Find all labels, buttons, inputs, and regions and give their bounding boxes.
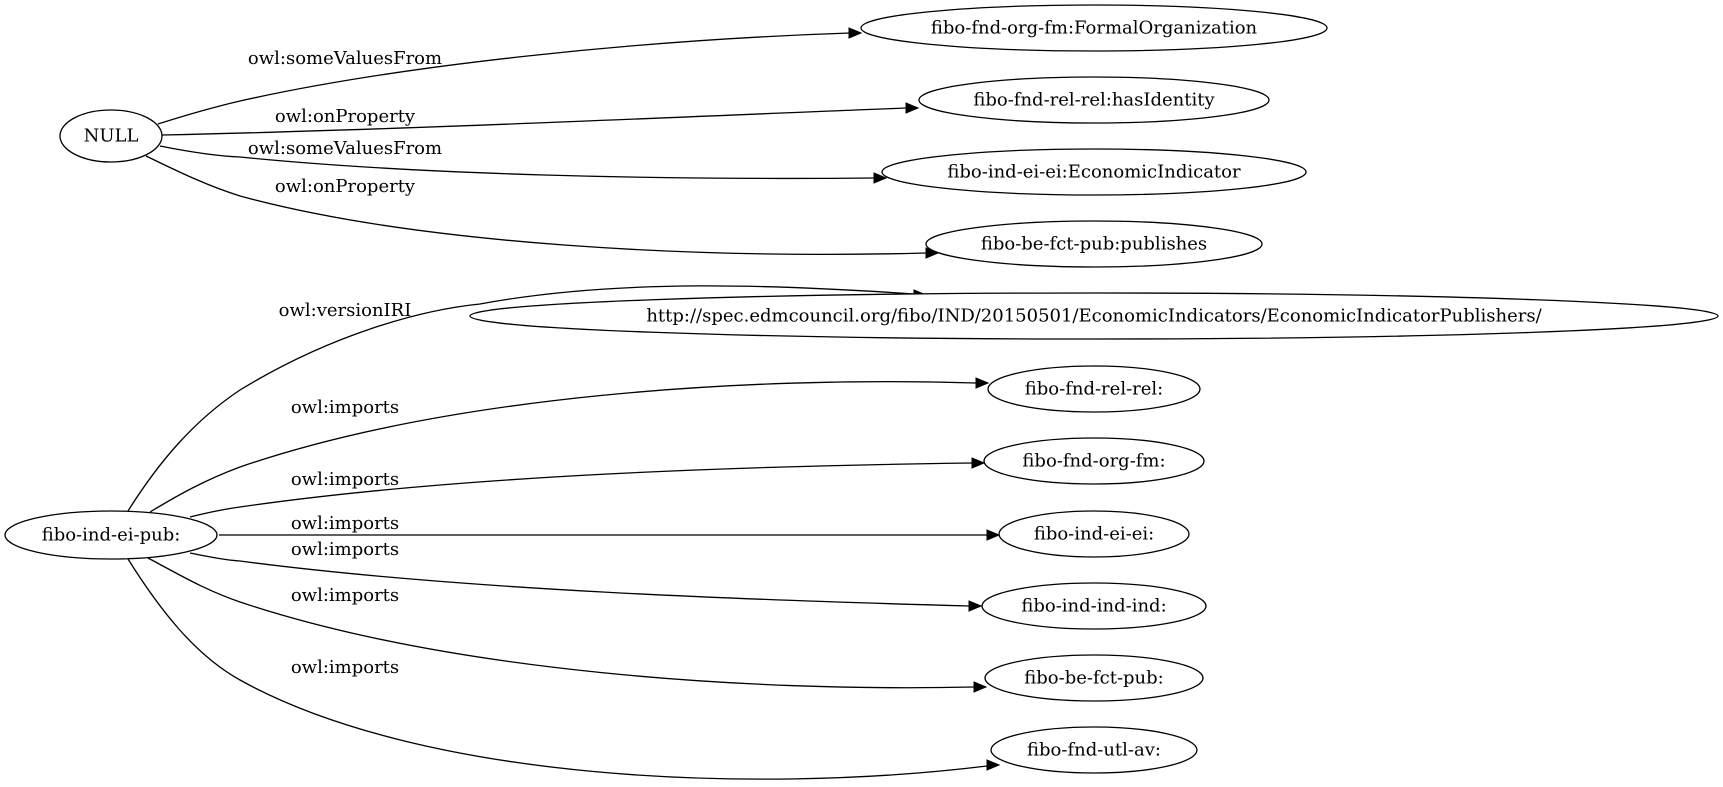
node-org-fm: fibo-fnd-org-fm: bbox=[983, 437, 1205, 485]
node-ei-ei: fibo-ind-ei-ei: bbox=[998, 510, 1190, 558]
node-ellipse bbox=[860, 4, 1328, 52]
node-label: fibo-fnd-rel-rel:hasIdentity bbox=[973, 90, 1215, 111]
edge-ontology-rel-rel: owl:imports bbox=[149, 377, 990, 513]
edge-null-economic-indicator: owl:someValuesFrom bbox=[159, 138, 888, 184]
arrowhead-icon bbox=[968, 600, 983, 612]
node-label: fibo-fnd-utl-av: bbox=[1027, 740, 1161, 761]
edge-label: owl:imports bbox=[291, 397, 399, 418]
node-label: fibo-be-fct-pub: bbox=[1024, 668, 1163, 689]
node-ellipse bbox=[59, 109, 163, 163]
node-has-identity: fibo-fnd-rel-rel:hasIdentity bbox=[918, 76, 1270, 124]
node-utl-av: fibo-fnd-utl-av: bbox=[990, 726, 1198, 774]
node-ellipse bbox=[984, 654, 1204, 702]
edge-line bbox=[127, 558, 988, 780]
edge-ontology-org-fm: owl:imports bbox=[189, 457, 986, 518]
node-label: fibo-ind-ei-pub: bbox=[42, 525, 181, 546]
node-label: fibo-fnd-rel-rel: bbox=[1025, 379, 1163, 400]
node-ellipse bbox=[881, 148, 1307, 196]
node-formal-organization: fibo-fnd-org-fm:FormalOrganization bbox=[860, 4, 1328, 52]
node-label: NULL bbox=[84, 126, 139, 147]
edge-line bbox=[145, 155, 927, 255]
node-label: fibo-be-fct-pub:publishes bbox=[981, 234, 1207, 255]
node-label: http://spec.edmcouncil.org/fibo/IND/2015… bbox=[646, 306, 1542, 327]
edge-line bbox=[161, 107, 907, 136]
node-null: NULL bbox=[59, 109, 163, 163]
arrowhead-icon bbox=[973, 681, 988, 693]
arrowhead-icon bbox=[986, 529, 1001, 541]
edge-line bbox=[159, 145, 875, 180]
node-ellipse bbox=[983, 437, 1205, 485]
edge-label: owl:imports bbox=[291, 657, 399, 678]
node-version-iri: http://spec.edmcouncil.org/fibo/IND/2015… bbox=[469, 292, 1719, 340]
edge-ontology-ei-ei: owl:imports bbox=[219, 513, 1001, 541]
edge-ontology-utl-av: owl:imports bbox=[127, 558, 1001, 780]
edge-label: owl:onProperty bbox=[275, 176, 416, 197]
node-label: fibo-fnd-org-fm:FormalOrganization bbox=[931, 18, 1258, 39]
edge-ontology-ind-ind: owl:imports bbox=[189, 539, 983, 612]
arrowhead-icon bbox=[873, 172, 888, 184]
edge-label: owl:imports bbox=[291, 469, 399, 490]
edge-null-has-identity: owl:onProperty bbox=[161, 102, 920, 136]
arrowhead-icon bbox=[975, 377, 990, 389]
arrowhead-icon bbox=[986, 759, 1001, 771]
edge-label: owl:imports bbox=[291, 513, 399, 534]
edge-line bbox=[127, 285, 915, 512]
edge-label: owl:imports bbox=[291, 585, 399, 606]
edge-label: owl:someValuesFrom bbox=[248, 48, 442, 69]
edge-label: owl:versionIRI bbox=[279, 300, 412, 321]
node-ind-ind: fibo-ind-ind-ind: bbox=[981, 582, 1207, 630]
node-label: fibo-fnd-org-fm: bbox=[1022, 451, 1165, 472]
node-label: fibo-ind-ei-ei: bbox=[1034, 524, 1154, 545]
node-economic-indicator: fibo-ind-ei-ei:EconomicIndicator bbox=[881, 148, 1307, 196]
node-ellipse bbox=[925, 220, 1263, 268]
node-ontology: fibo-ind-ei-pub: bbox=[4, 510, 218, 560]
node-ellipse bbox=[469, 292, 1719, 340]
edge-line bbox=[189, 552, 970, 607]
node-fct-pub: fibo-be-fct-pub: bbox=[984, 654, 1204, 702]
node-publishes: fibo-be-fct-pub:publishes bbox=[925, 220, 1263, 268]
node-ellipse bbox=[981, 582, 1207, 630]
edge-label: owl:onProperty bbox=[275, 106, 416, 127]
edge-null-publishes: owl:onProperty bbox=[145, 155, 940, 259]
edge-label: owl:someValuesFrom bbox=[248, 138, 442, 159]
arrowhead-icon bbox=[971, 457, 986, 469]
edge-null-formal-organization: owl:someValuesFrom bbox=[157, 27, 863, 125]
node-ellipse bbox=[990, 726, 1198, 774]
node-label: fibo-ind-ei-ei:EconomicIndicator bbox=[947, 162, 1241, 183]
edge-line bbox=[157, 32, 851, 125]
node-ellipse bbox=[4, 510, 218, 560]
arrowhead-icon bbox=[905, 102, 920, 114]
node-ellipse bbox=[918, 76, 1270, 124]
node-label: fibo-ind-ind-ind: bbox=[1021, 596, 1166, 617]
arrowhead-icon bbox=[848, 27, 863, 39]
edge-ontology-fct-pub: owl:imports bbox=[147, 557, 988, 693]
edge-line bbox=[149, 381, 977, 513]
edge-label: owl:imports bbox=[291, 539, 399, 560]
node-rel-rel: fibo-fnd-rel-rel: bbox=[987, 365, 1201, 413]
node-ellipse bbox=[987, 365, 1201, 413]
edge-line bbox=[147, 557, 975, 689]
node-ellipse bbox=[998, 510, 1190, 558]
edge-line bbox=[189, 462, 973, 518]
